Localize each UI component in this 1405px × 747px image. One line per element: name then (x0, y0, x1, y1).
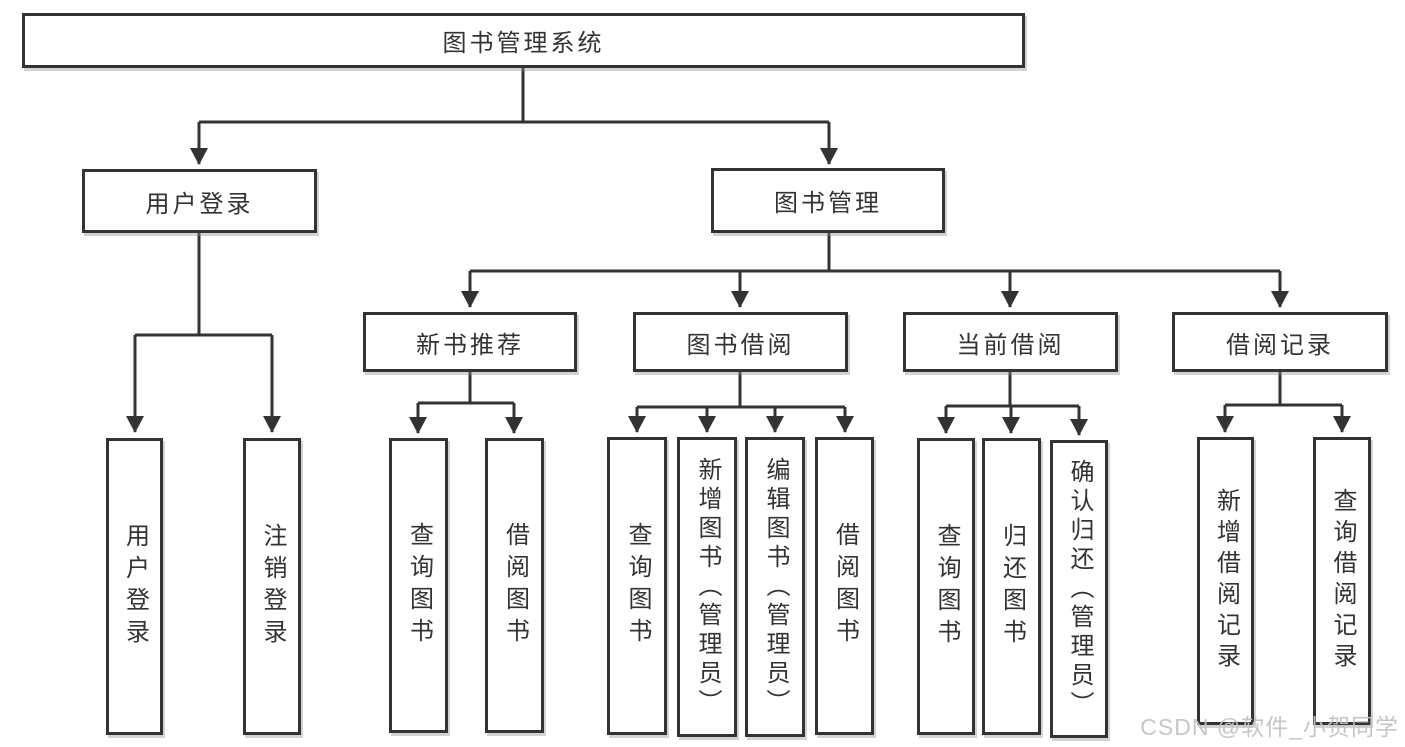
node-current-borrowing-label: 当前借阅 (956, 331, 1065, 359)
leaf-borrow-books-borrow-label: 借阅图书 (831, 522, 859, 650)
leaf-query-books-borrow-label: 查询图书 (624, 522, 651, 650)
leaf-borrow-books-borrow: 借阅图书 (815, 437, 874, 735)
node-current-borrowing: 当前借阅 (903, 312, 1118, 372)
node-user-login: 用户登录 (82, 169, 317, 233)
leaf-user-login: 用户登录 (106, 438, 163, 735)
leaf-add-borrow-record: 新增借阅记录 (1197, 437, 1254, 725)
leaf-add-borrow-record-label: 新增借阅记录 (1212, 488, 1240, 674)
leaf-query-books-current: 查询图书 (917, 438, 975, 735)
leaf-add-books-admin: 新增图书（管理员） (677, 437, 737, 737)
leaf-return-books: 归还图书 (982, 438, 1041, 735)
node-library-system-label: 图书管理系统 (442, 30, 605, 57)
node-user-login-label: 用户登录 (145, 190, 254, 218)
node-book-management: 图书管理 (711, 168, 945, 233)
leaf-query-books-current-label: 查询图书 (933, 522, 960, 651)
node-borrowing-records: 借阅记录 (1172, 312, 1388, 372)
node-new-book-recommendation-label: 新书推荐 (416, 331, 524, 359)
leaf-query-borrow-record-label: 查询借阅记录 (1329, 488, 1356, 674)
node-book-borrowing-label: 图书借阅 (686, 331, 795, 359)
node-new-book-recommendation: 新书推荐 (363, 312, 577, 372)
leaf-borrow-books-recommend: 借阅图书 (485, 438, 544, 733)
leaf-confirm-return-admin: 确认归还（管理员） (1050, 440, 1108, 738)
leaf-add-books-admin-label: 新增图书（管理员） (694, 456, 721, 718)
watermark-csdn: CSDN @软件_小贺同学 (1140, 714, 1399, 740)
leaf-query-borrow-record: 查询借阅记录 (1313, 437, 1371, 725)
node-book-management-label: 图书管理 (774, 190, 882, 217)
leaf-user-login-label: 用户登录 (121, 522, 149, 651)
node-borrowing-records-label: 借阅记录 (1226, 331, 1334, 359)
node-book-borrowing: 图书借阅 (633, 312, 848, 372)
leaf-query-books-recommend-label: 查询图书 (405, 521, 433, 650)
leaf-logout: 注销登录 (243, 438, 301, 735)
leaf-confirm-return-admin-label: 确认归还（管理员） (1066, 458, 1093, 720)
leaf-query-books-borrow: 查询图书 (607, 437, 667, 735)
leaf-edit-books-admin: 编辑图书（管理员） (745, 437, 805, 737)
leaf-logout-label: 注销登录 (259, 522, 286, 651)
leaf-query-books-recommend: 查询图书 (389, 438, 448, 733)
leaf-edit-books-admin-label: 编辑图书（管理员） (762, 456, 789, 718)
leaf-borrow-books-recommend-label: 借阅图书 (501, 521, 529, 650)
leaf-return-books-label: 归还图书 (998, 522, 1026, 651)
node-library-system: 图书管理系统 (22, 13, 1025, 68)
